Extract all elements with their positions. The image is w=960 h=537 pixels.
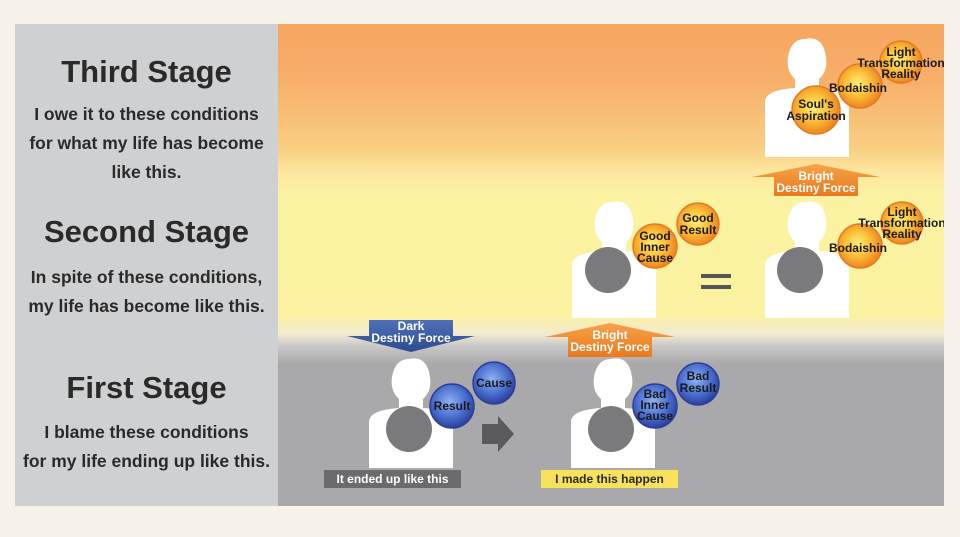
- second-stage-line: my life has become like this.: [28, 296, 265, 316]
- second-stage-right-figure: [765, 201, 849, 318]
- circle-label: Transformation: [858, 216, 944, 230]
- bright-destiny-force-arrow-upper: Bright Destiny Force: [752, 164, 880, 196]
- third-stage-line: for what my life has become: [29, 133, 264, 153]
- circle-label: Reality: [881, 67, 921, 81]
- circle-label: Transformation: [857, 56, 944, 70]
- diagram-frame: Third Stage I owe it to these conditions…: [15, 24, 944, 506]
- second-stage-good-figure: [572, 201, 656, 318]
- first-stage-title: First Stage: [66, 370, 227, 405]
- third-stage-title: Third Stage: [61, 54, 232, 89]
- right-arrow-icon: [482, 416, 514, 452]
- light-transformation-reality-circle: [880, 201, 924, 245]
- stage-descriptions-panel: Third Stage I owe it to these conditions…: [15, 24, 278, 506]
- circle-label: Soul's: [798, 97, 834, 111]
- inner-core: [386, 406, 432, 452]
- circle-label: Bad: [687, 369, 710, 383]
- first-stage-line: I blame these conditions: [44, 422, 249, 442]
- first-stage-line: for my life ending up like this.: [23, 451, 270, 471]
- arrow-label: Destiny Force: [570, 340, 650, 354]
- circle-label: Bodaishin: [829, 81, 887, 95]
- third-stage-description: I owe it to these conditions for what my…: [15, 100, 278, 187]
- circle-label: Inner: [640, 240, 670, 254]
- circle-label: Good: [639, 229, 670, 243]
- circle-label: Light: [887, 205, 916, 219]
- inner-core: [588, 406, 634, 452]
- arrow-label: Destiny Force: [776, 181, 856, 195]
- bright-destiny-force-arrow-lower: Bright Destiny Force: [545, 323, 675, 357]
- bad-inner-cause-circle: [632, 383, 678, 429]
- second-stage-line: In spite of these conditions,: [30, 267, 263, 287]
- diagram-svg: Light Transformation Reality Bodaishin S…: [347, 38, 944, 468]
- second-stage-description: In spite of these conditions, my life ha…: [15, 263, 278, 321]
- second-stage-right-circles: Light Transformation Reality Bodaishin: [829, 201, 944, 269]
- first-stage-circles: Cause Result: [429, 361, 516, 429]
- first-stage-figure: [369, 358, 453, 468]
- circle-label: Cause: [476, 376, 512, 390]
- caption-i-made-this-happen: I made this happen: [541, 470, 678, 488]
- inner-core: [585, 247, 631, 293]
- bad-result-circle: [676, 362, 720, 406]
- arrow-label: Destiny Force: [371, 331, 451, 345]
- third-stage-circles: Light Transformation Reality Bodaishin S…: [786, 40, 944, 135]
- circle-label: Bad: [644, 387, 667, 401]
- circle-label: Reality: [882, 227, 922, 241]
- first-stage-description: I blame these conditions for my life end…: [15, 418, 278, 476]
- light-transformation-reality-circle: [879, 40, 923, 84]
- good-result-circle: [676, 202, 720, 246]
- caption-it-ended-up: It ended up like this: [324, 470, 461, 488]
- circle-label: Cause: [637, 409, 673, 423]
- diagram-panel: Light Transformation Reality Bodaishin S…: [278, 24, 944, 506]
- bodaishin-circle: [837, 63, 883, 109]
- result-circle: [429, 383, 475, 429]
- circle-label: Light: [886, 45, 915, 59]
- circle-label: Result: [680, 381, 717, 395]
- third-stage-line: I owe it to these conditions: [34, 104, 259, 124]
- circle-label: Good: [682, 211, 713, 225]
- circle-label: Aspiration: [786, 109, 845, 123]
- circle-label: Result: [434, 399, 471, 413]
- equals-sign: [701, 274, 731, 289]
- arrow-label: Bright: [592, 328, 627, 342]
- circle-label: Bodaishin: [829, 241, 887, 255]
- bad-figure-circles: Bad Result Bad Inner Cause: [632, 362, 720, 429]
- circle-label: Cause: [637, 251, 673, 265]
- circle-label: Result: [680, 223, 717, 237]
- arrow-label: Bright: [798, 169, 833, 183]
- cause-circle: [472, 361, 516, 405]
- second-stage-good-circles: Good Result Good Inner Cause: [632, 202, 720, 269]
- bodaishin-circle: [837, 223, 883, 269]
- souls-aspiration-circle: [791, 85, 841, 135]
- dark-destiny-force-arrow: Dark Destiny Force: [347, 319, 475, 352]
- good-inner-cause-circle: [632, 223, 678, 269]
- inner-core: [777, 247, 823, 293]
- circle-label: Inner: [640, 398, 670, 412]
- third-stage-line: like this.: [111, 162, 182, 182]
- second-figure-bad: [571, 358, 655, 468]
- second-stage-title: Second Stage: [44, 214, 249, 249]
- arrow-label: Dark: [398, 319, 425, 333]
